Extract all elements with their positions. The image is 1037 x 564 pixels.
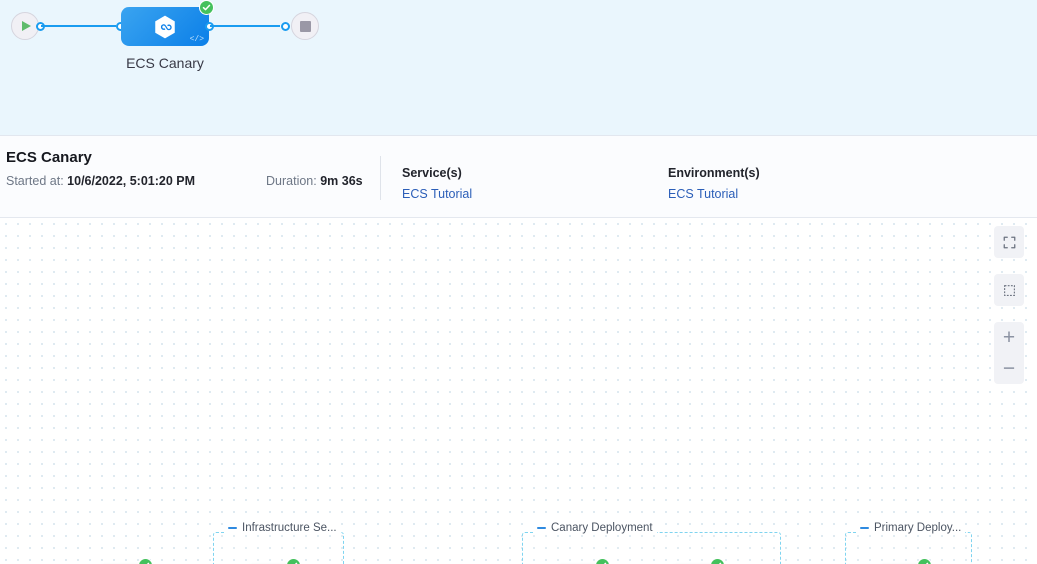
collapse-dash-icon[interactable] <box>228 527 237 529</box>
group-primary-deployment[interactable]: Primary Deploy... <box>845 522 972 564</box>
end-port[interactable] <box>281 21 290 31</box>
collapse-dash-icon[interactable] <box>860 527 869 529</box>
group-label-text: Primary Deploy... <box>874 522 962 534</box>
zoom-out-button[interactable]: − <box>1002 357 1016 380</box>
collapse-dash-icon[interactable] <box>537 527 546 529</box>
fullscreen-button[interactable] <box>994 226 1024 258</box>
environments-column: Environment(s) ECS Tutorial <box>668 164 760 201</box>
stage-code-icon: </> <box>189 35 204 44</box>
environments-label: Environment(s) <box>668 166 760 180</box>
group-label-text: Infrastructure Se... <box>242 522 337 534</box>
started-at-value: 10/6/2022, 5:01:20 PM <box>67 174 196 188</box>
duration-value: 9m 36s <box>320 174 363 188</box>
duration-label: Duration: <box>266 174 317 188</box>
pipeline-start-node[interactable] <box>11 12 39 40</box>
page-title: ECS Canary <box>6 149 92 166</box>
harness-infinity-icon <box>155 15 175 38</box>
node-service-status-badge <box>138 558 153 564</box>
selection-box-icon <box>1003 284 1015 296</box>
started-at-label: Started at: <box>6 174 64 188</box>
pipeline-end-node[interactable] <box>291 12 319 40</box>
group-label-canary: Canary Deployment <box>533 522 657 534</box>
services-label: Service(s) <box>402 166 462 180</box>
services-column: Service(s) ECS Tutorial <box>402 164 472 201</box>
pipeline-stage-ecs-canary[interactable]: </> <box>121 7 209 46</box>
edge-stage-to-end <box>210 25 280 27</box>
edge-start-to-stage <box>41 25 116 27</box>
zoom-in-button[interactable]: + <box>1002 326 1016 349</box>
group-label-infrastructure: Infrastructure Se... <box>224 522 341 534</box>
zoom-controls[interactable]: + − <box>994 322 1024 384</box>
stop-icon <box>299 20 311 32</box>
selection-box-button[interactable] <box>994 274 1024 306</box>
environments-link[interactable]: ECS Tutorial <box>668 187 739 201</box>
stage-status-badge <box>199 0 214 15</box>
execution-graph-canvas[interactable]: Infrastructure Se... Canary Deployment P… <box>0 218 1037 564</box>
group-canary-deployment[interactable]: Canary Deployment <box>522 522 781 564</box>
pipeline-overview-strip: </> ECS Canary <box>0 0 1037 136</box>
execution-detail-bar: ECS Canary Started at: 10/6/2022, 5:01:2… <box>0 136 1037 218</box>
group-label-primary: Primary Deploy... <box>856 522 966 534</box>
group-label-text: Canary Deployment <box>551 522 653 534</box>
pipeline-stage-label: ECS Canary <box>126 55 204 71</box>
detail-divider <box>380 156 381 200</box>
play-icon <box>22 21 31 31</box>
group-infrastructure-setup[interactable]: Infrastructure Se... <box>213 522 344 564</box>
started-at-field: Started at: 10/6/2022, 5:01:20 PM <box>6 174 195 188</box>
duration-field: Duration: 9m 36s <box>266 174 363 188</box>
fullscreen-icon <box>1003 236 1015 248</box>
services-link[interactable]: ECS Tutorial <box>402 187 473 201</box>
